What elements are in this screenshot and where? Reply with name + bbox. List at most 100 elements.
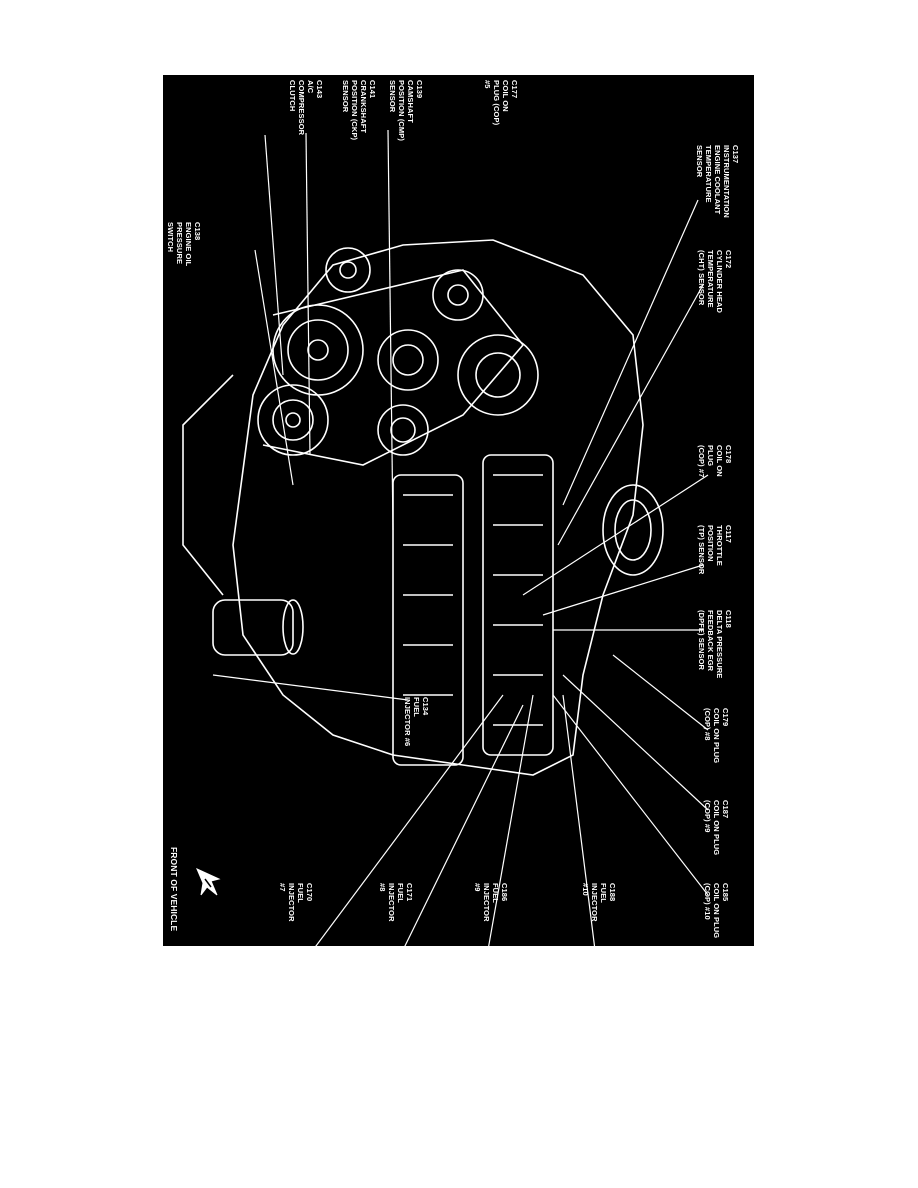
front-of-vehicle-label: FRONT OF VEHICLE [169,847,179,932]
label-line: ENGINE OIL [184,222,193,267]
label-line: (COP) #8 [703,708,712,741]
label-line: C141 [368,80,377,99]
label-line: (COP) #9 [703,800,712,833]
label-line: #5 [483,80,492,89]
label-line: (COP) #7 [697,445,706,478]
label-line: #10 [581,883,590,896]
pulley [325,247,371,293]
label-line: C139 [415,80,424,99]
label-line: C178 [724,445,733,464]
label-line: ENGINE COOLANT [713,145,722,215]
label-line: C185 [721,883,730,902]
label-line: #8 [378,883,387,892]
label-line: COIL ON [501,80,510,112]
label-line: C137 [731,145,740,164]
label-line: C143 [315,80,324,99]
label-line: PRESSURE [175,222,184,265]
label-line: C138 [193,222,202,241]
leader-lines [212,129,709,946]
label-line: COIL ON PLUG [712,800,721,856]
oil-filter [212,599,294,656]
label-line: INSTRUMENTATION [722,145,731,218]
valve-cover [482,454,554,756]
label-line: (COP) #10 [703,883,712,920]
engine-outline [232,239,644,776]
label-line: C179 [721,708,730,727]
label-line: FUEL [412,697,421,717]
label-line: #7 [278,883,287,892]
label-line: COIL ON PLUG [712,708,721,764]
label-line: SENSOR [695,145,704,178]
label-line: TEMPERATURE [704,145,713,203]
label-line: C188 [608,883,617,902]
label-line: C118 [724,610,733,628]
label-line: CRANKSHAFT [359,80,368,134]
label-line: DELTA PRESSURE [715,610,724,679]
label-line: CYLINDER HEAD [715,250,724,313]
label-line: C187 [721,800,730,819]
belt [262,269,525,466]
throttle-body [602,484,664,576]
pulley [257,384,329,456]
front-of-vehicle-text: FRONT OF VEHICLE [169,847,179,932]
label-line: #9 [473,883,482,892]
label-line: TEMPERATURE [706,250,715,308]
label-line: PLUG [706,445,715,467]
label-line: (CHT) SENSOR [697,250,706,306]
label-line: CAMSHAFT [406,80,415,123]
label-line: FUEL [491,883,500,903]
pulley [272,304,364,396]
label-line: C186 [500,883,509,902]
label-line: SWITCH [166,222,175,253]
label-line: INJECTOR [482,883,491,922]
label-line: (TP) SENSOR [697,525,706,575]
label-line: C117 [724,525,733,543]
engine-drawing [182,129,709,946]
label-line: INJECTOR #6 [403,697,412,747]
label-line: C170 [305,883,314,902]
label-line: C177 [510,80,519,99]
label-line: CLUTCH [288,80,297,112]
label-line: (DPFE) SENSOR [697,610,706,671]
arrow-icon [196,868,221,896]
label-line: COMPRESSOR [297,80,306,136]
label-line: C134 [421,697,430,716]
label-line: A/C [306,80,315,94]
label-line: SENSOR [341,80,350,113]
label-line: COIL ON PLUG [712,883,721,939]
pulley [432,269,484,321]
label-line: C171 [405,883,414,902]
pulley [457,334,539,416]
label-line: PLUG (COP) [492,80,501,126]
label-line: INJECTOR [590,883,599,922]
label-line: POSITION [706,525,715,562]
label-line: INJECTOR [387,883,396,922]
label-line: FUEL [296,883,305,903]
label-line: FUEL [396,883,405,903]
label-line: FUEL [599,883,608,903]
pulley [377,329,439,391]
label-line: POSITION (CMP) [397,80,406,141]
label-line: FEEDBACK EGR [706,610,715,672]
label-line: C172 [724,250,733,269]
label-line: SENSOR [388,80,397,113]
